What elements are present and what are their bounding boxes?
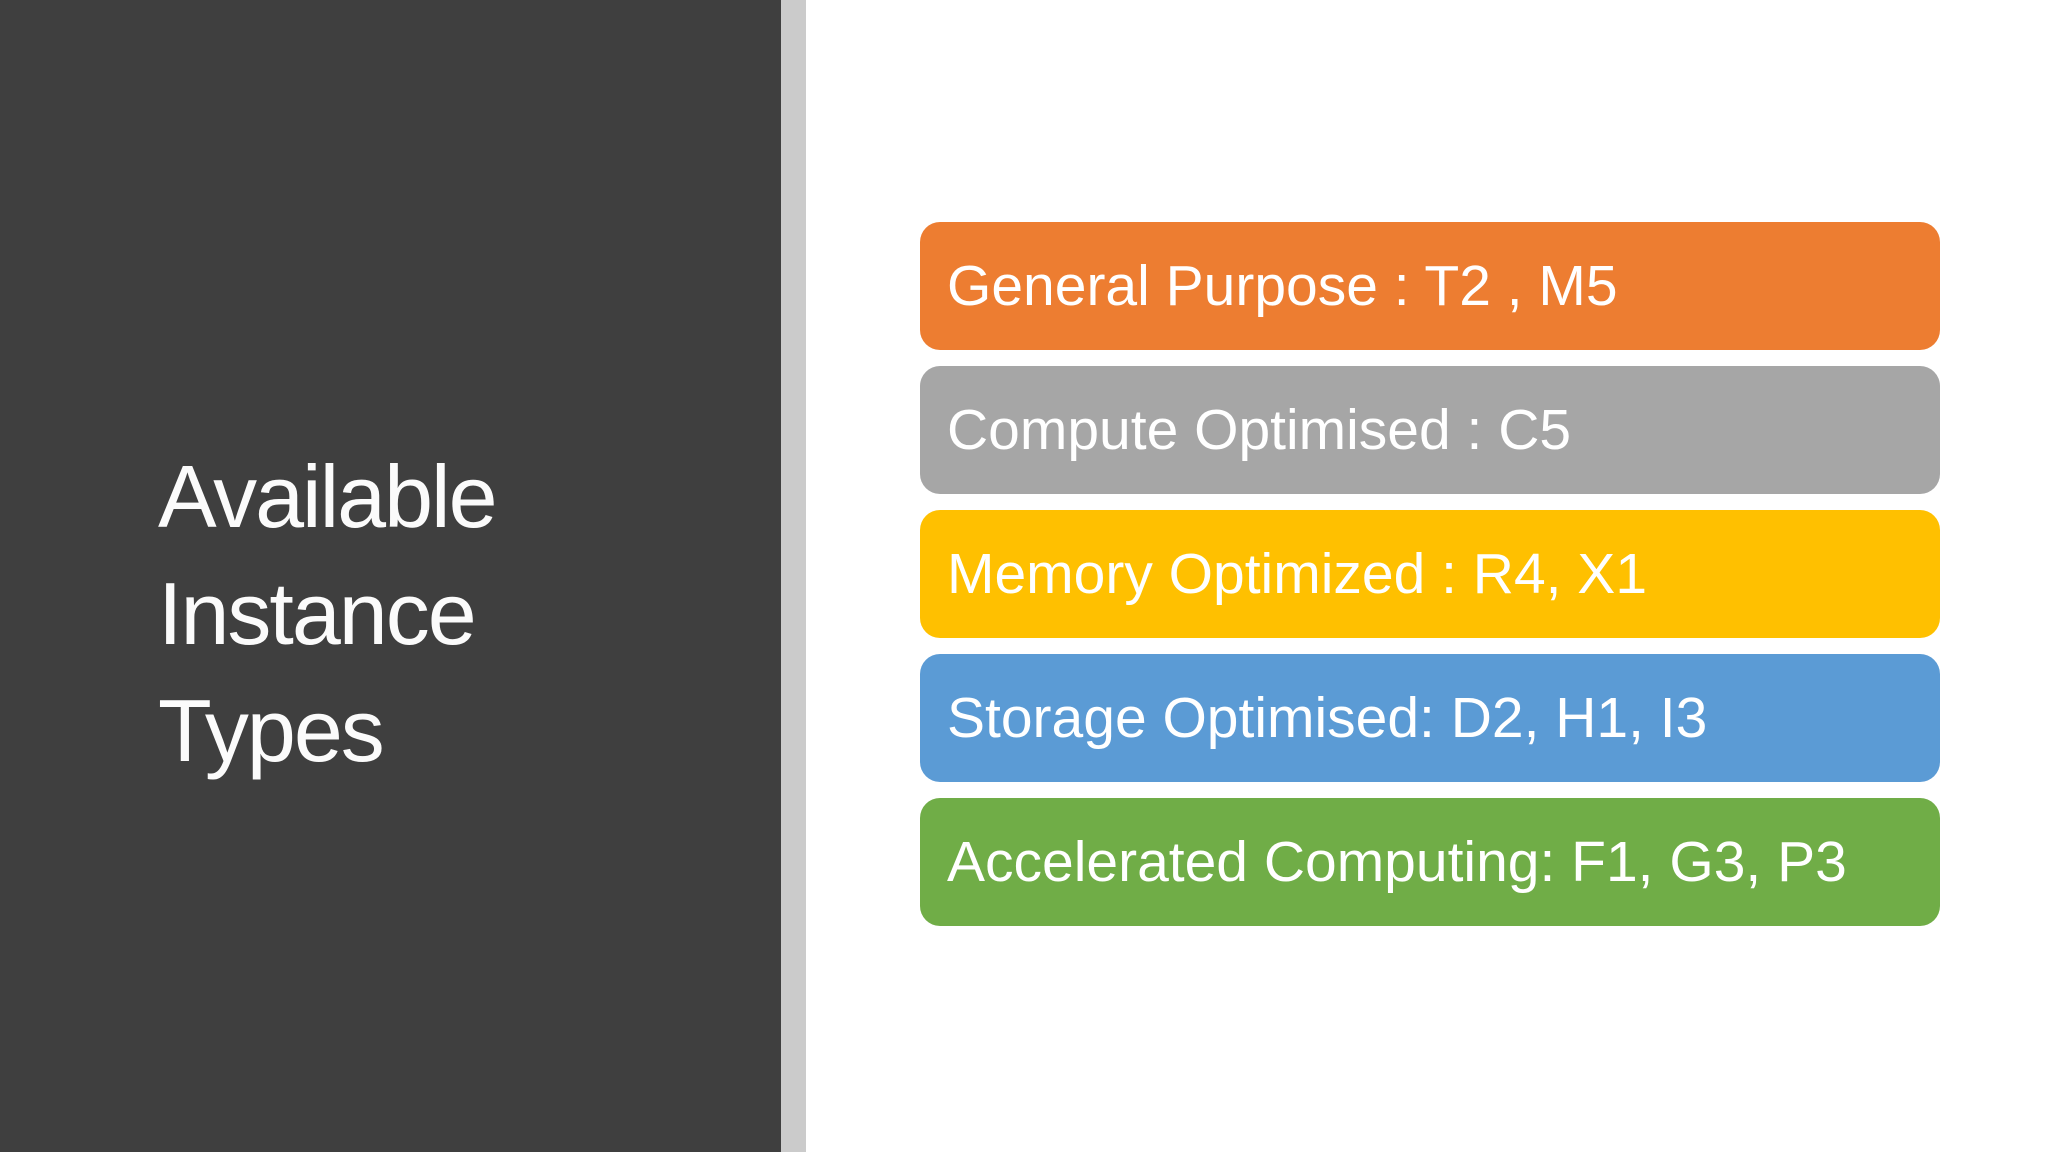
instance-type-label: General Purpose : T2 , M5 bbox=[947, 254, 1618, 318]
instance-type-card-compute-optimised: Compute Optimised : C5 bbox=[920, 366, 1940, 494]
instance-type-list: General Purpose : T2 , M5 Compute Optimi… bbox=[920, 222, 1940, 926]
instance-type-label: Compute Optimised : C5 bbox=[947, 398, 1572, 462]
slide-title-line-3: Types bbox=[158, 681, 385, 780]
instance-type-card-storage-optimised: Storage Optimised: D2, H1, I3 bbox=[920, 654, 1940, 782]
instance-type-card-general-purpose: General Purpose : T2 , M5 bbox=[920, 222, 1940, 350]
instance-type-card-memory-optimized: Memory Optimized : R4, X1 bbox=[920, 510, 1940, 638]
instance-type-label: Storage Optimised: D2, H1, I3 bbox=[947, 686, 1708, 750]
slide-title-line-2: Instance bbox=[158, 564, 477, 663]
instance-type-label: Accelerated Computing: F1, G3, P3 bbox=[947, 830, 1847, 894]
slide-title: Available Instance Types bbox=[158, 438, 498, 789]
slide-title-line-1: Available bbox=[158, 447, 498, 546]
panel-divider bbox=[781, 0, 806, 1152]
instance-type-label: Memory Optimized : R4, X1 bbox=[947, 542, 1648, 606]
instance-type-card-accelerated-computing: Accelerated Computing: F1, G3, P3 bbox=[920, 798, 1940, 926]
title-panel bbox=[0, 0, 781, 1152]
